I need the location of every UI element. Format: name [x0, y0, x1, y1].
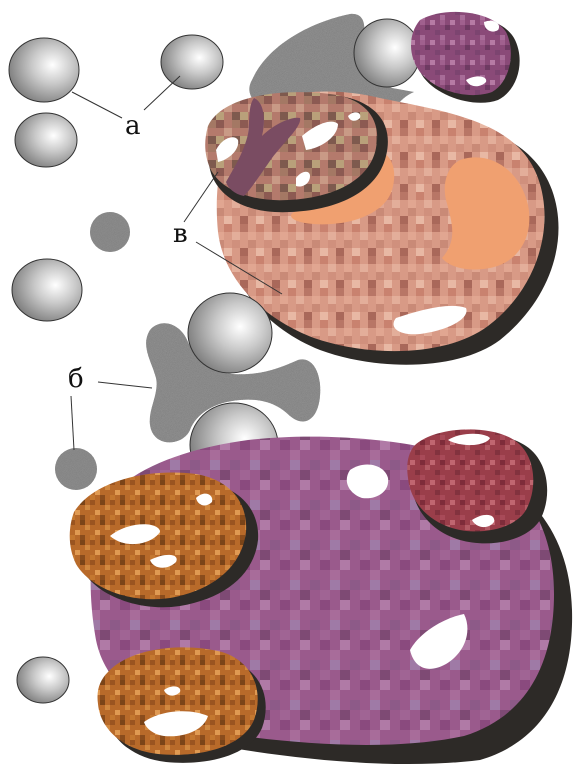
sphere-particle: [354, 19, 420, 87]
sphere-particle: [12, 259, 82, 321]
leader-line-b: [71, 396, 74, 450]
sphere-particle: [188, 293, 272, 373]
granular-particle: [90, 212, 130, 252]
label-b: б: [68, 364, 84, 394]
granular-particle: [55, 448, 97, 490]
label-a: а: [125, 111, 141, 141]
sphere-particle: [161, 35, 223, 89]
subcell-brown: [97, 647, 257, 754]
sphere-particle: [9, 38, 79, 102]
lower-cell: [70, 429, 572, 764]
leader-line-b: [98, 382, 152, 388]
sphere-particle: [17, 657, 69, 703]
leader-line-a: [144, 76, 180, 110]
label-v: в: [173, 219, 188, 249]
sphere-particle: [15, 113, 77, 167]
leader-line-v: [184, 172, 218, 222]
leader-line-a: [72, 92, 122, 118]
